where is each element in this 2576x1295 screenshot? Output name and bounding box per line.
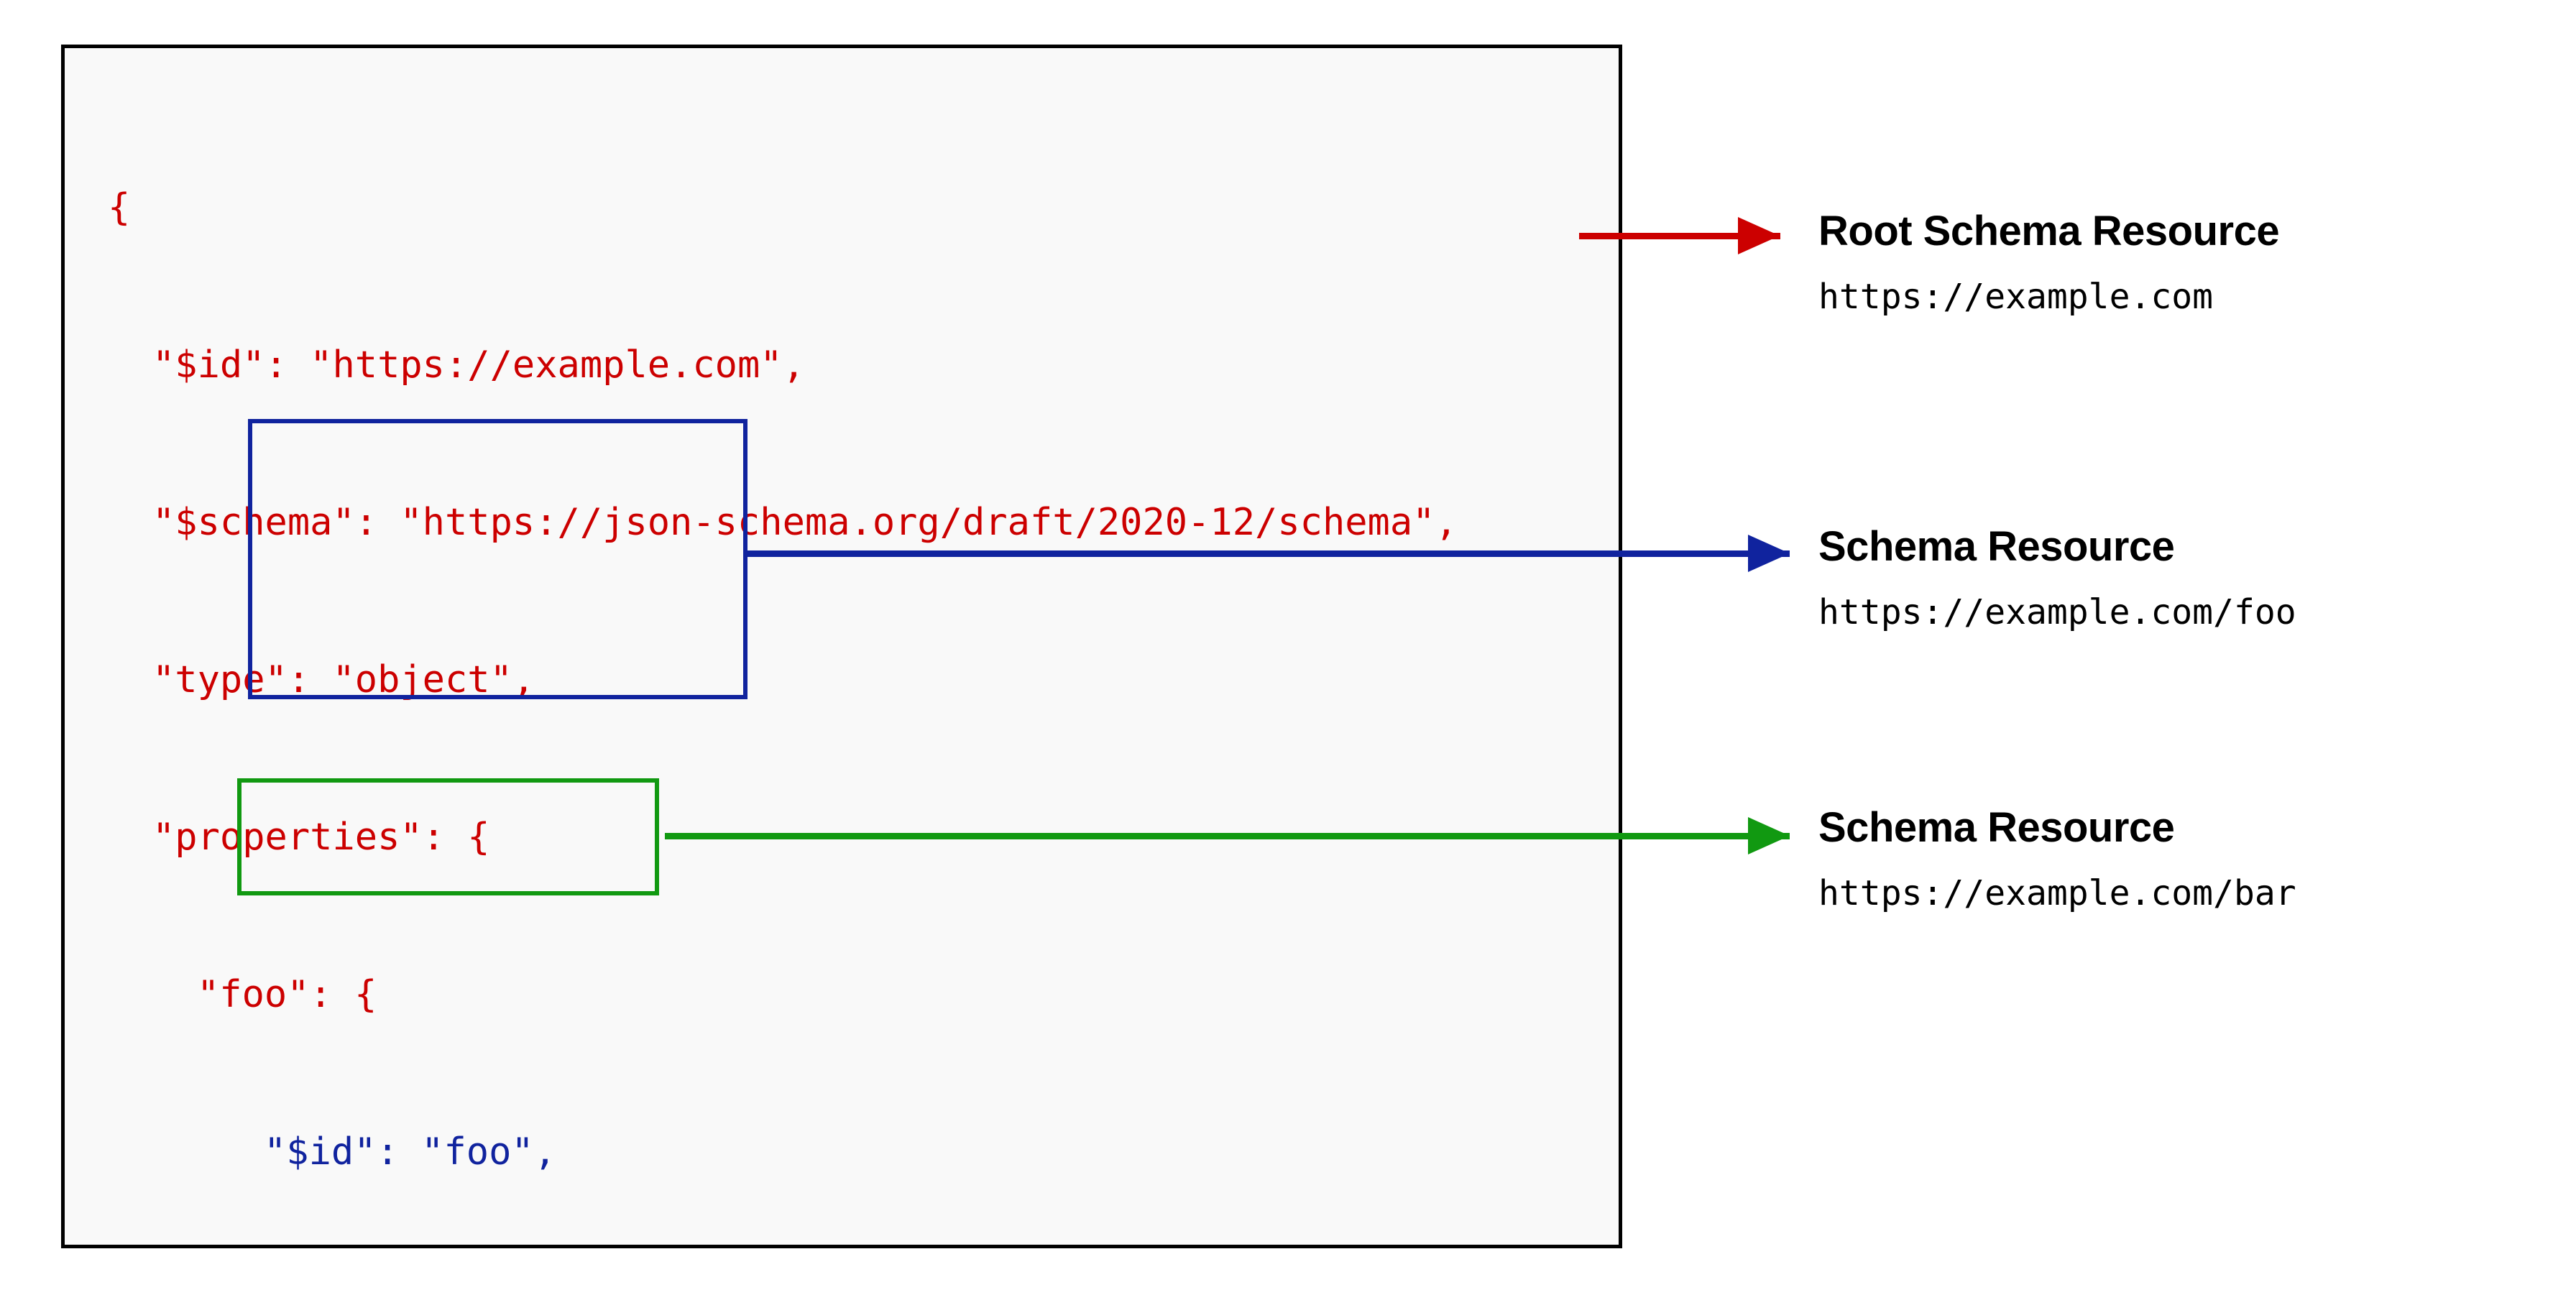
code-line: "$schema": "https://json-schema.org/draf…	[152, 501, 1458, 544]
foo-schema-arrow-head-icon	[1748, 535, 1790, 572]
bar-schema-arrow-line	[665, 833, 1790, 839]
foo-schema-arrow-line	[744, 550, 1790, 557]
root-schema-annotation-url: https://example.com	[1818, 277, 2214, 317]
bar-schema-arrow-head-icon	[1748, 817, 1790, 854]
foo-schema-annotation-url: https://example.com/foo	[1818, 592, 2296, 632]
code-line: "$id": "https://example.com",	[152, 344, 805, 387]
root-schema-arrow-head-icon	[1738, 217, 1780, 254]
root-schema-annotation-title: Root Schema Resource	[1818, 208, 2280, 254]
code-line: "foo": {	[197, 973, 377, 1016]
json-code-panel: { "$id": "https://example.com", "$schema…	[61, 45, 1622, 1248]
bar-schema-annotation: Schema Resource https://example.com/bar	[1818, 803, 2552, 914]
code-line: {	[108, 186, 131, 229]
foo-schema-annotation: Schema Resource https://example.com/foo	[1818, 522, 2552, 633]
code-line: "type": "object",	[152, 658, 535, 701]
root-schema-annotation: Root Schema Resource https://example.com	[1818, 207, 2552, 318]
bar-schema-annotation-title: Schema Resource	[1818, 804, 2175, 851]
code-line: "$id": "foo",	[264, 1130, 556, 1174]
bar-schema-annotation-url: https://example.com/bar	[1818, 873, 2296, 913]
code-line: "properties": {	[152, 816, 490, 859]
json-code-listing: { "$id": "https://example.com", "$schema…	[108, 77, 1458, 1245]
foo-schema-annotation-title: Schema Resource	[1818, 523, 2175, 570]
root-schema-arrow-line	[1579, 233, 1780, 239]
